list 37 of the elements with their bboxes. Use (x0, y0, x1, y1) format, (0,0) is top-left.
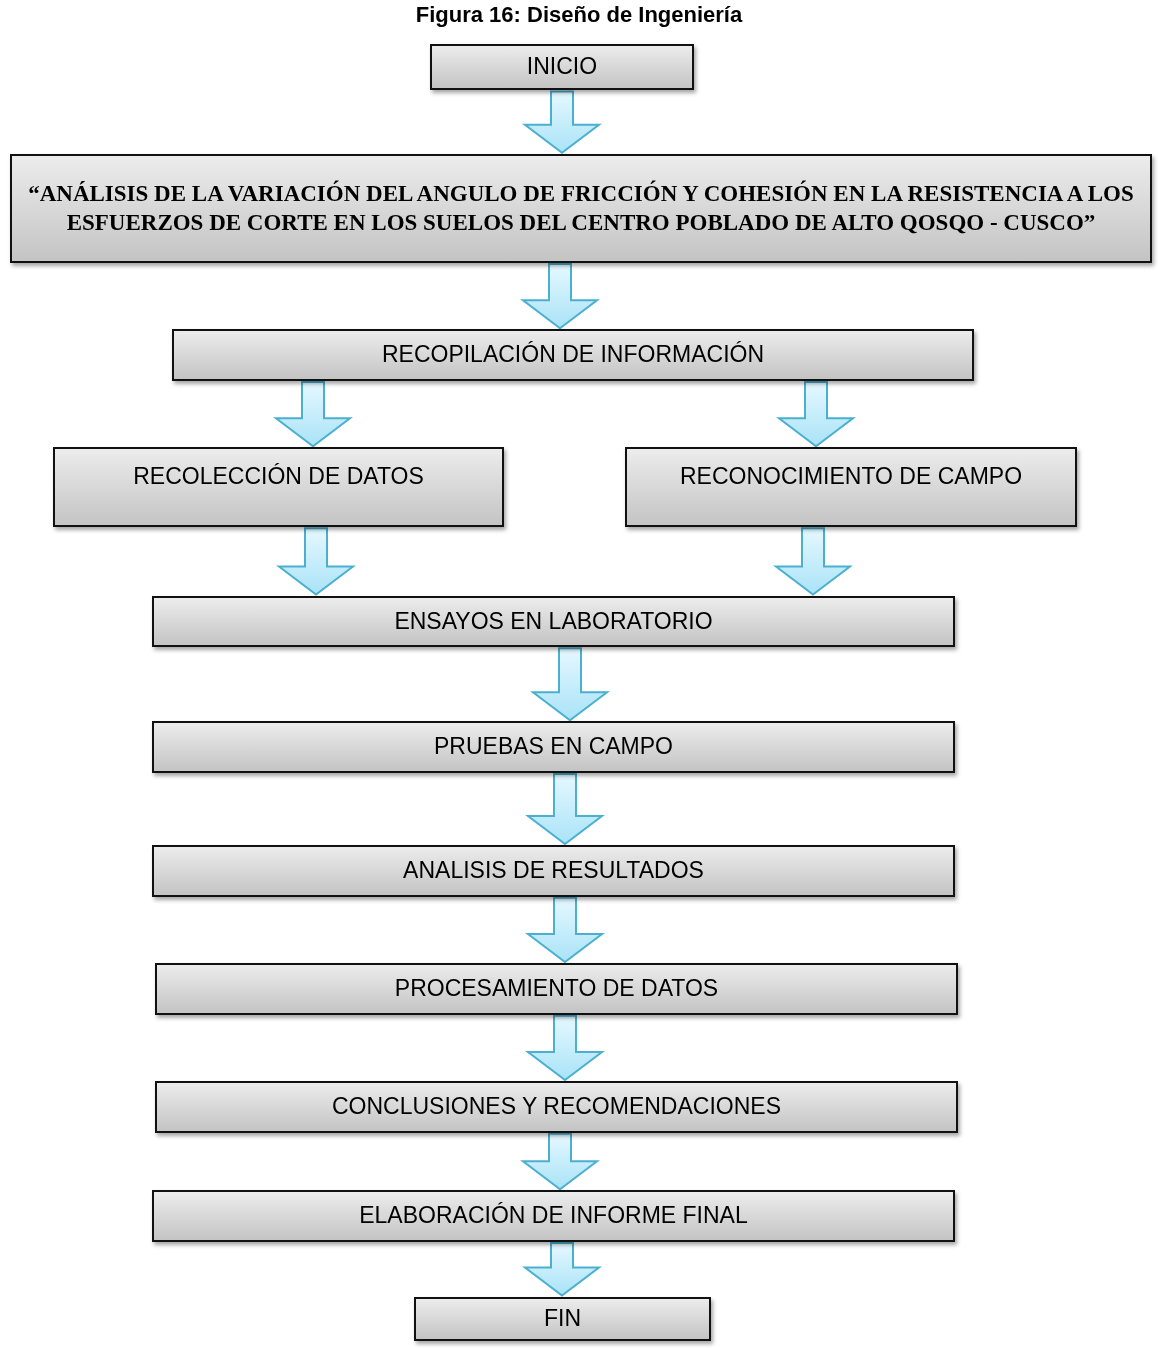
box-label: RECOLECCIÓN DE DATOS (133, 463, 424, 491)
box-label: ENSAYOS EN LABORATORIO (394, 607, 713, 636)
process-box (172, 329, 974, 381)
box-label: RECONOCIMIENTO DE CAMPO (679, 463, 1022, 491)
block-arrow (525, 1014, 605, 1082)
process-box (10, 153, 1152, 263)
process-box (53, 447, 504, 528)
block-arrow (522, 1241, 602, 1297)
process-box (152, 845, 955, 897)
block-arrow (520, 263, 600, 330)
box-label: PRUEBAS EN CAMPO (434, 733, 673, 761)
block-arrow (776, 381, 856, 448)
block-arrow (525, 772, 605, 846)
box-label: ELABORACIÓN DE INFORME FINAL (359, 1202, 748, 1230)
process-box (152, 721, 955, 773)
box-label: FIN (543, 1305, 582, 1333)
figure-title: Figura 16: Diseño de Ingeniería (414, 2, 744, 28)
box-label: RECOPILACIÓN DE INFORMACIÓN (381, 341, 765, 369)
box-label: CONCLUSIONES Y RECOMENDACIONES (332, 1093, 781, 1121)
process-box (152, 595, 955, 648)
block-arrow (773, 527, 853, 596)
block-arrow (520, 1132, 600, 1191)
block-arrow (525, 896, 605, 964)
box-label: PROCESAMIENTO DE DATOS (394, 975, 719, 1003)
process-box (155, 1081, 958, 1133)
process-box (430, 43, 694, 91)
process-box (625, 447, 1077, 528)
box-label: “ANÁLISIS DE LA VARIACIÓN DEL ANGULO DE FRICCIÓN Y COHESIÓN EN LA RESISTENCIA A LOS ESFUERZOS DE CORTE EN LOS SUELOS DEL CENTRO POBLADO DE ALTO QOSQO - CUSCO” (27, 179, 1135, 238)
block-arrow (273, 381, 353, 448)
block-arrow (522, 90, 602, 155)
block-arrow (276, 527, 356, 596)
process-box (414, 1296, 711, 1342)
process-box (152, 1190, 955, 1242)
process-box (155, 963, 958, 1015)
block-arrow (530, 647, 610, 722)
box-label: ANALISIS DE RESULTADOS (403, 857, 704, 885)
box-label: INICIO (526, 53, 598, 81)
